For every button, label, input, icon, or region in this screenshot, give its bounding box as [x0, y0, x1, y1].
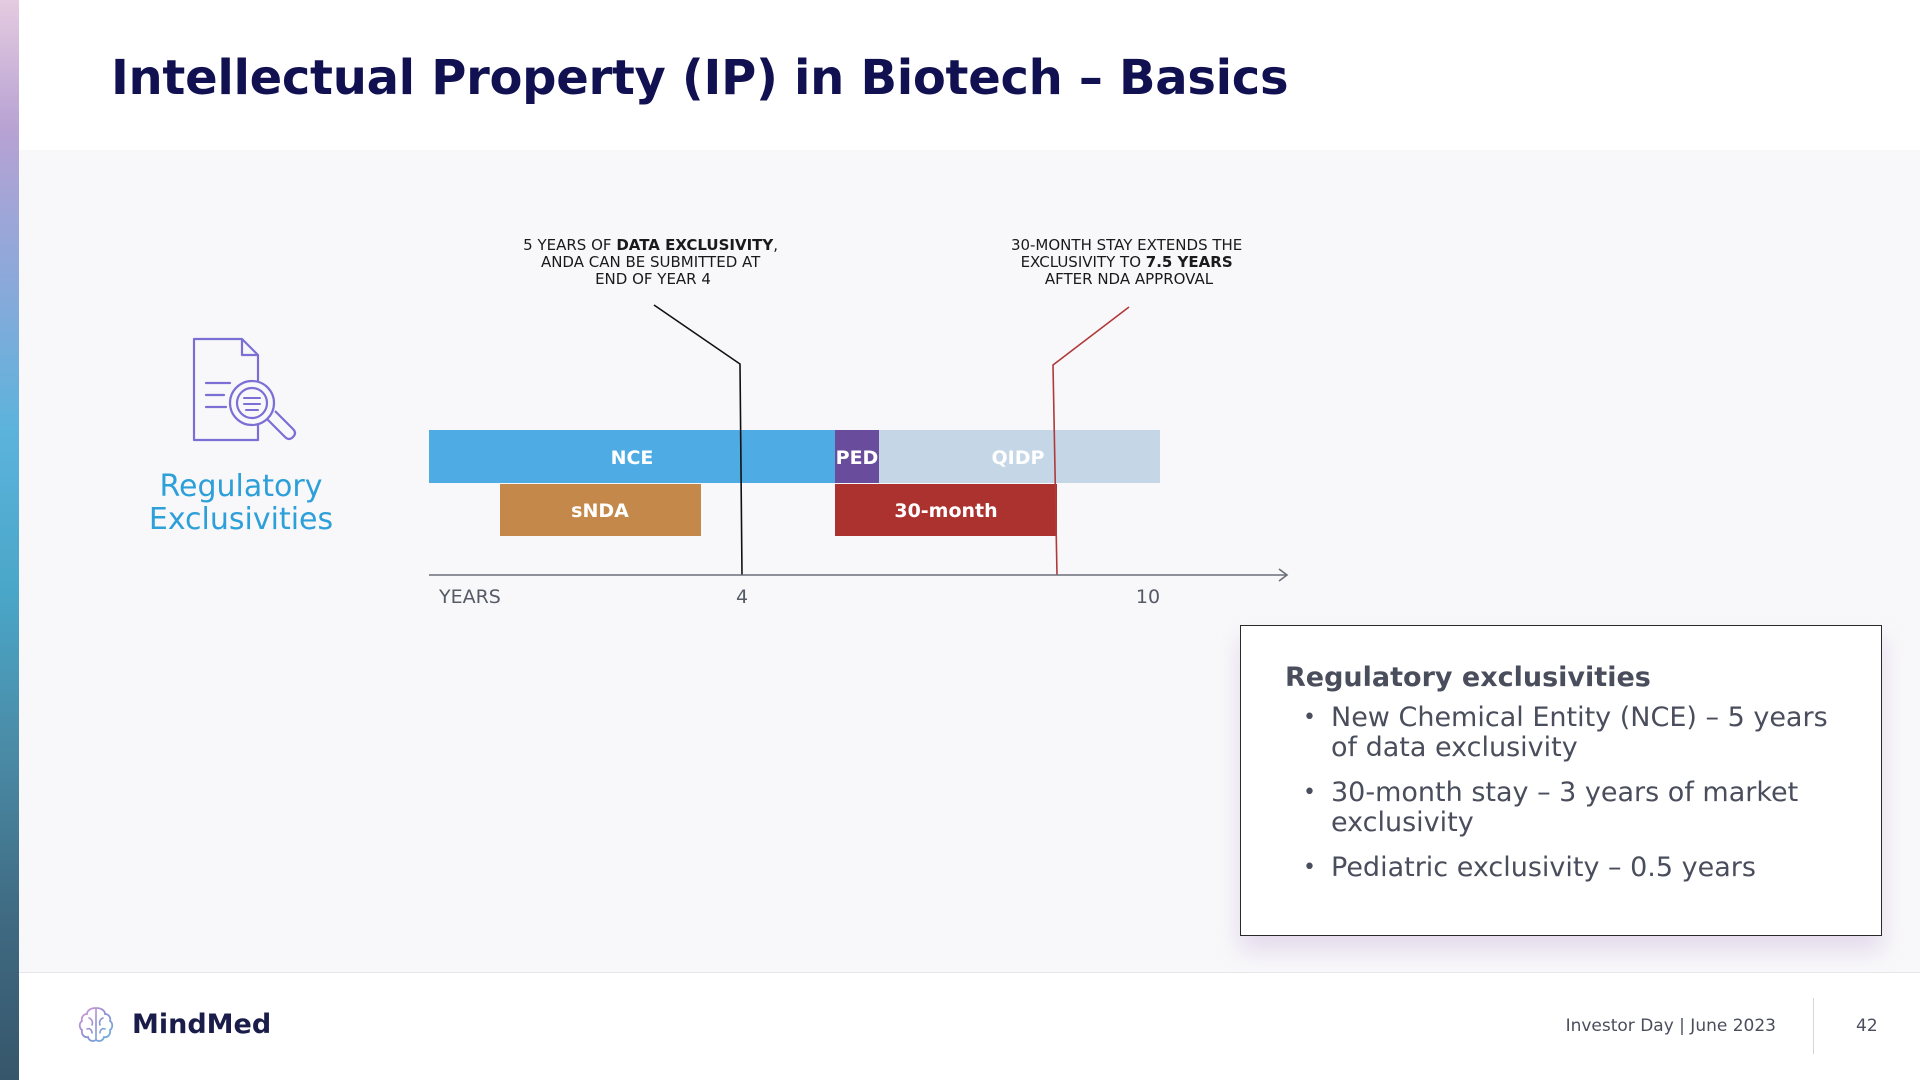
- bar-label-snda: sNDA: [571, 500, 629, 522]
- info-box-heading: Regulatory exclusivities: [1285, 662, 1651, 693]
- axis-label-years: YEARS: [438, 586, 501, 608]
- callout-left: 5 YEARS OF DATA EXCLUSIVITY, ANDA CAN BE…: [523, 236, 783, 288]
- callout-left-line-2: ANDA CAN BE SUBMITTED AT: [541, 253, 761, 271]
- section-label: Regulatory Exclusivities: [120, 470, 362, 536]
- footer-event: Investor Day | June 2023: [1565, 1016, 1776, 1036]
- callout-right-line-1: 30-MONTH STAY EXTENDS THE: [1011, 236, 1242, 254]
- info-item-pediatric-line-1: Pediatric exclusivity – 0.5 years: [1331, 852, 1756, 883]
- callout-left-line-3: END OF YEAR 4: [595, 270, 711, 288]
- regulatory-exclusivities-box: Regulatory exclusivities New Chemical En…: [1240, 625, 1882, 936]
- footer-rule: [19, 972, 1920, 973]
- section-label-line-1: Regulatory: [159, 469, 323, 504]
- footer-brand: MindMed: [132, 1009, 272, 1040]
- bar-qidp: [879, 430, 1160, 483]
- bar-label-qidp: QIDP: [992, 447, 1045, 469]
- info-item-30-month: 30-month stay – 3 years of market exclus…: [1285, 778, 1841, 838]
- info-item-pediatric: Pediatric exclusivity – 0.5 years: [1285, 852, 1841, 884]
- bar-30-month: [835, 484, 1057, 536]
- bar-label-30-month: 30-month: [894, 500, 997, 522]
- callout-right-line-3: AFTER NDA APPROVAL: [1045, 270, 1214, 288]
- page-number: 42: [1856, 1016, 1878, 1036]
- callout-right: 30-MONTH STAY EXTENDS THE EXCLUSIVITY TO…: [1011, 236, 1247, 288]
- axis-tick-10: 10: [1136, 586, 1160, 608]
- footer-divider: [1813, 998, 1814, 1054]
- bar-nce: [429, 430, 835, 483]
- callout-right-line-2: EXCLUSIVITY TO 7.5 YEARS: [1021, 253, 1233, 271]
- bar-snda: [500, 484, 701, 536]
- info-item-30-month-line-1: 30-month stay – 3 years of market: [1331, 777, 1799, 808]
- marker-line-right: [1052, 306, 1130, 576]
- info-item-nce-line-2: of data exclusivity: [1331, 732, 1578, 763]
- left-gradient-stripe: [0, 0, 19, 1080]
- bar-label-ped: PED: [836, 447, 879, 469]
- section-label-line-2: Exclusivities: [148, 502, 334, 537]
- brain-logo-icon: [78, 1007, 114, 1042]
- bar-ped: [835, 430, 879, 483]
- info-item-30-month-line-2: exclusivity: [1331, 807, 1474, 838]
- document-search-icon: [192, 337, 297, 442]
- marker-line-left: [653, 304, 743, 576]
- axis-arrow-icon: [1278, 568, 1289, 582]
- bar-label-nce: NCE: [611, 447, 654, 469]
- axis-tick-4: 4: [736, 586, 748, 608]
- info-box-list: New Chemical Entity (NCE) – 5 years of d…: [1285, 703, 1841, 884]
- slide-title: Intellectual Property (IP) in Biotech – …: [111, 50, 1289, 106]
- info-item-nce-line-1: New Chemical Entity (NCE) – 5 years: [1331, 702, 1828, 733]
- info-item-nce: New Chemical Entity (NCE) – 5 years of d…: [1285, 703, 1841, 763]
- callout-left-line-1: 5 YEARS OF DATA EXCLUSIVITY,: [523, 236, 778, 254]
